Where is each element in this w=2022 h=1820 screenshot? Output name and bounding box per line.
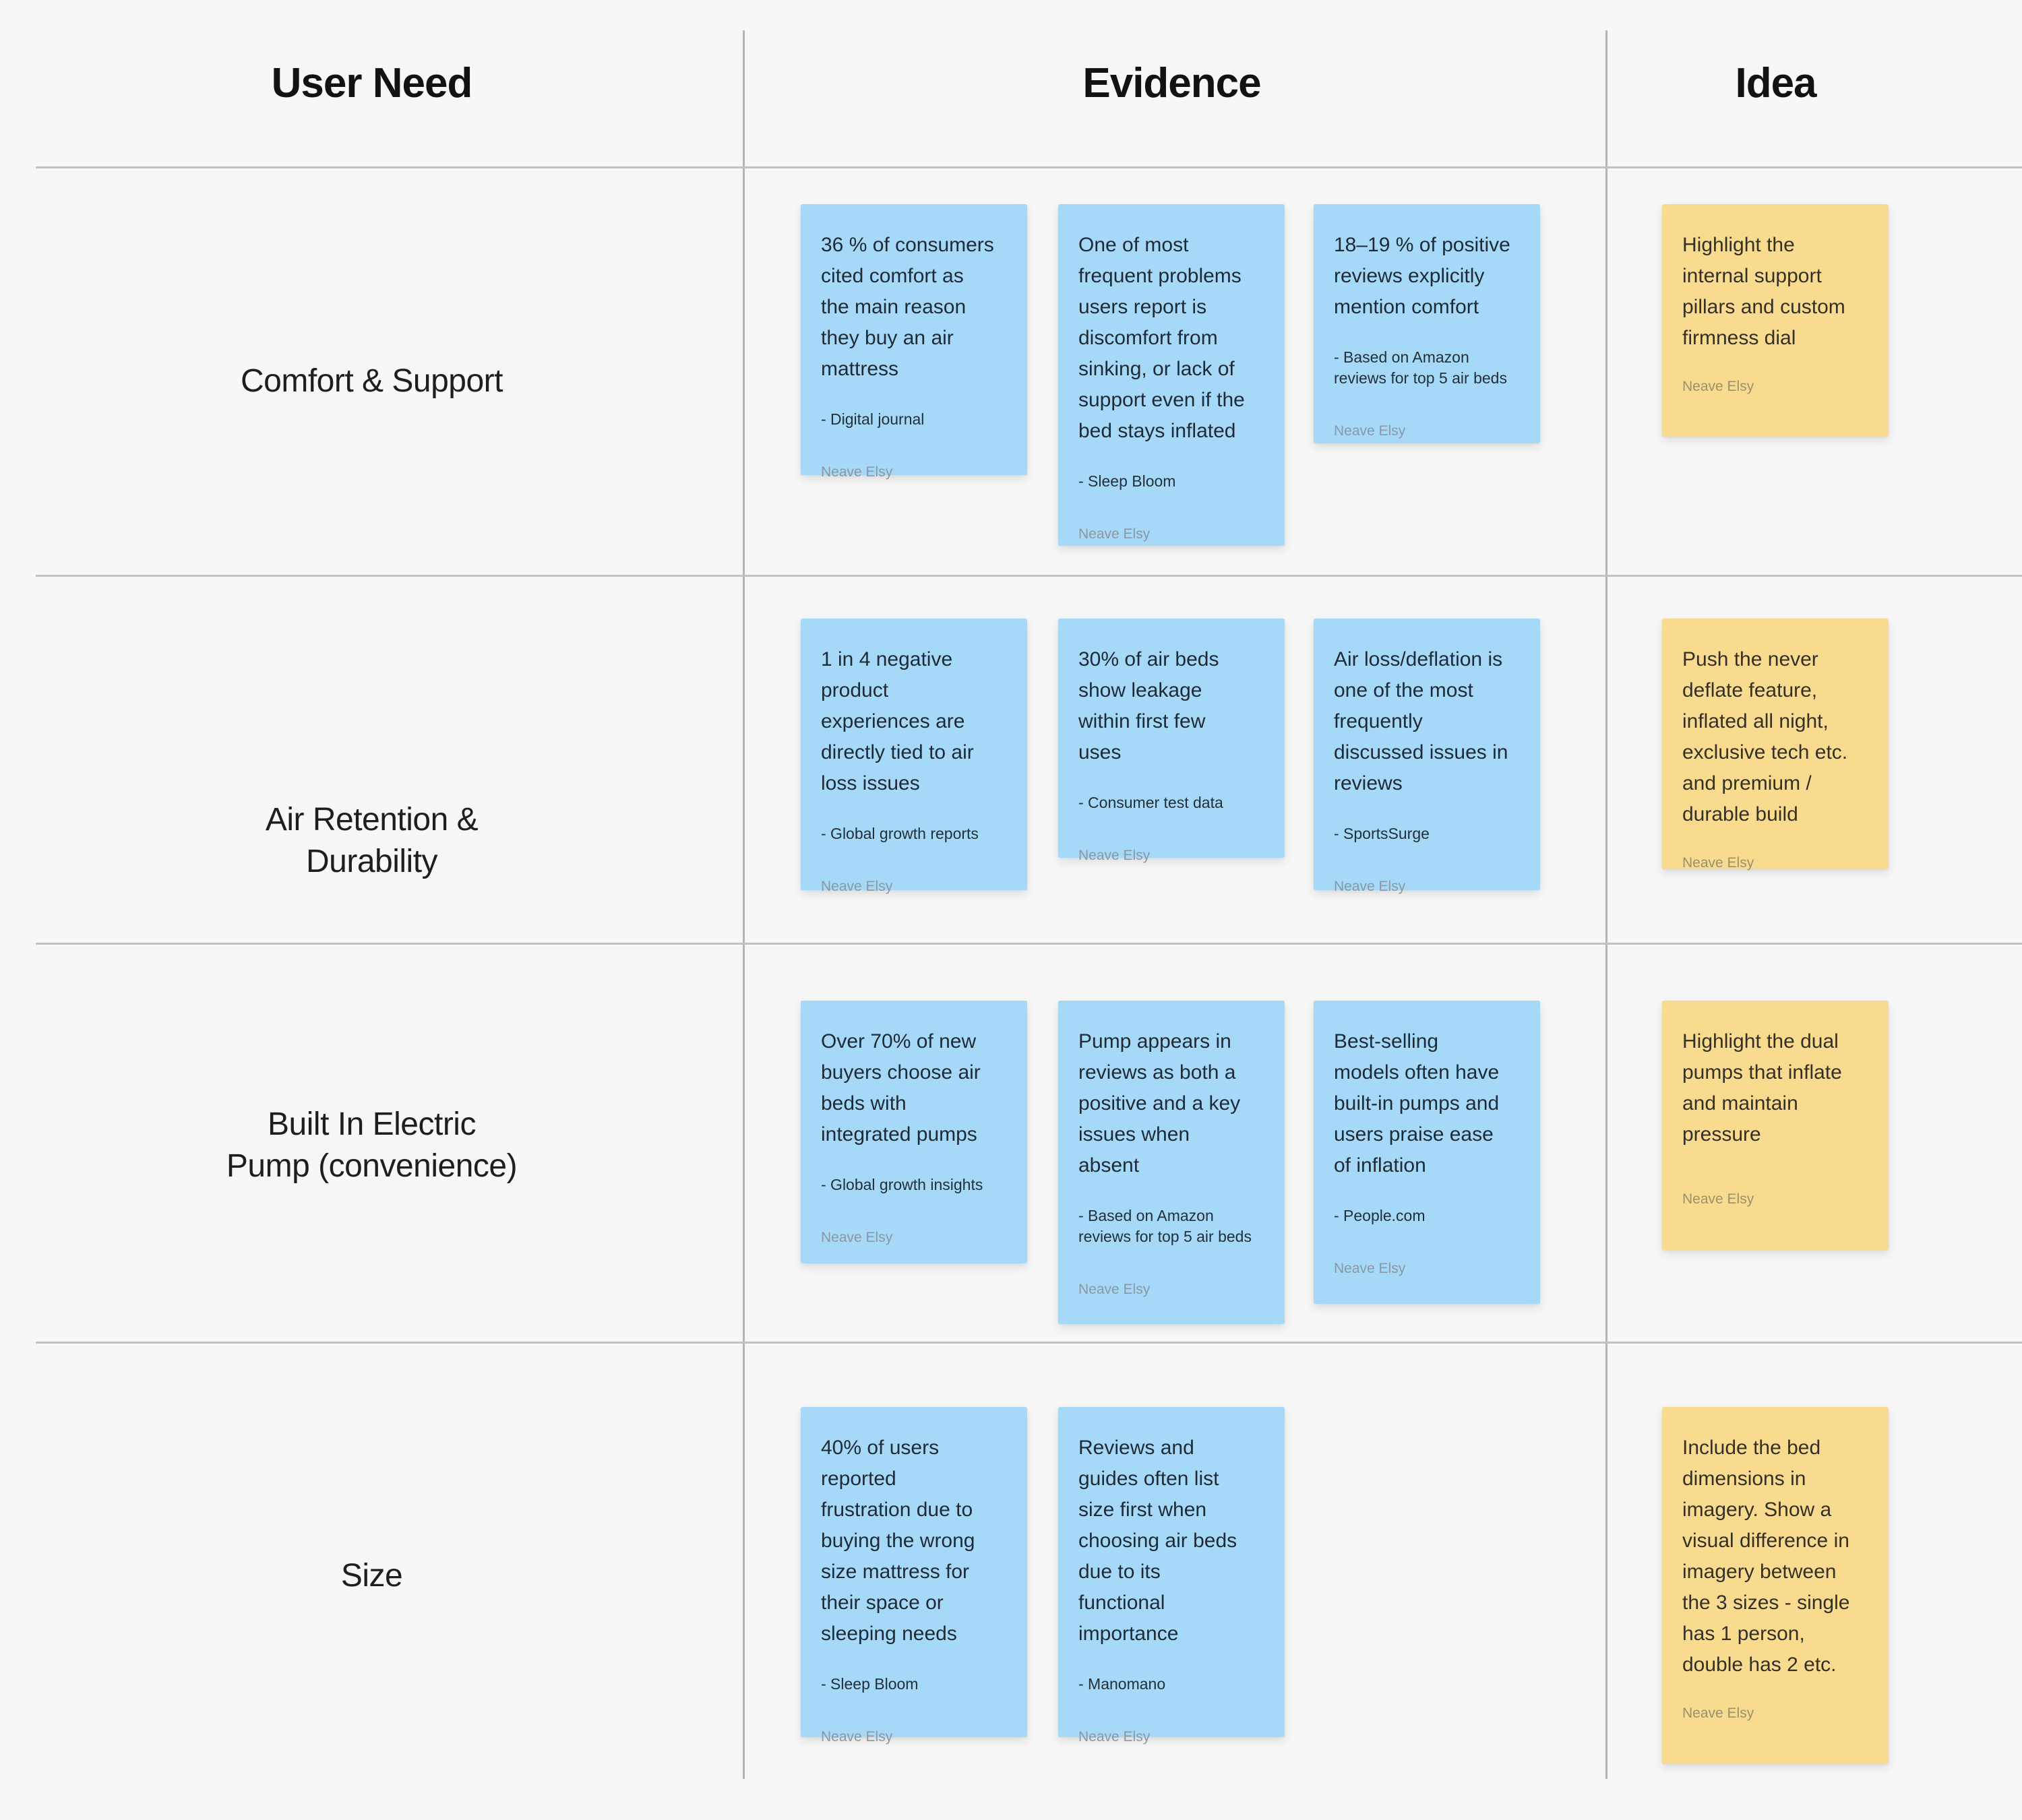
note-text: Over 70% of new buyers choose air beds w…	[821, 1030, 981, 1146]
column-header-idea: Idea	[1735, 59, 1816, 106]
note-text: 30% of air beds show leakage within firs…	[1078, 648, 1219, 763]
evidence-note[interactable]: Reviews and guides often list size first…	[1058, 1407, 1285, 1745]
note-text: Air loss/deflation is one of the most fr…	[1334, 648, 1508, 794]
note-text: Highlight the internal support pillars a…	[1682, 234, 1845, 349]
note-footer: - SportsSurge Neave Elsy	[1334, 799, 1521, 920]
note-text: 1 in 4 negative product experiences are …	[821, 648, 974, 794]
evidence-note[interactable]: Over 70% of new buyers choose air beds w…	[801, 1001, 1027, 1263]
note-author: Neave Elsy	[1334, 879, 1406, 894]
note-text: Reviews and guides often list size first…	[1078, 1437, 1237, 1645]
row-divider	[36, 166, 2022, 168]
note-author: Neave Elsy	[1682, 1705, 1754, 1721]
note-footer: - Global growth insights Neave Elsy	[821, 1150, 1008, 1271]
note-footer: - Sleep Bloom Neave Elsy	[821, 1650, 1008, 1770]
note-text: One of most frequent problems users repo…	[1078, 234, 1245, 442]
evidence-note[interactable]: Best-selling models often have built-in …	[1314, 1001, 1540, 1304]
idea-note[interactable]: Highlight the internal support pillars a…	[1662, 204, 1889, 437]
note-author: Neave Elsy	[1682, 379, 1754, 394]
note-source: - Based on Amazon reviews for top 5 air …	[1078, 1207, 1252, 1245]
note-author: Neave Elsy	[1078, 1729, 1151, 1745]
note-text: Include the bed dimensions in imagery. S…	[1682, 1437, 1850, 1676]
evidence-note[interactable]: 30% of air beds show leakage within firs…	[1058, 619, 1285, 863]
note-source: - SportsSurge	[1334, 825, 1430, 842]
note-footer: - Sleep Bloom Neave Elsy	[1078, 447, 1266, 567]
row-label-air-retention-durability: Air Retention & Durability	[265, 802, 479, 879]
note-footer: - Based on Amazon reviews for top 5 air …	[1334, 323, 1521, 464]
idea-note[interactable]: Highlight the dual pumps that inflate an…	[1662, 1001, 1889, 1250]
note-author: Neave Elsy	[1334, 1261, 1406, 1276]
note-text: Best-selling models often have built-in …	[1334, 1030, 1500, 1176]
note-footer: Neave Elsy	[1682, 1166, 1870, 1232]
note-source: - People.com	[1334, 1207, 1426, 1224]
row-label-built-in-electric-pump: Built In Electric Pump (convenience)	[226, 1106, 518, 1184]
note-text: Pump appears in reviews as both a positi…	[1078, 1030, 1241, 1176]
note-footer: Neave Elsy	[1682, 354, 1870, 420]
note-author: Neave Elsy	[1682, 1191, 1754, 1207]
column-divider	[1605, 30, 1607, 1779]
note-source: - Global growth insights	[821, 1176, 983, 1193]
evidence-note[interactable]: 36 % of consumers cited comfort as the m…	[801, 204, 1027, 480]
evidence-note[interactable]: One of most frequent problems users repo…	[1058, 204, 1285, 546]
note-source: - Manomano	[1078, 1675, 1166, 1693]
note-author: Neave Elsy	[821, 464, 893, 480]
evidence-note[interactable]: 40% of users reported frustration due to…	[801, 1407, 1027, 1745]
column-divider	[743, 30, 745, 1779]
note-author: Neave Elsy	[821, 1230, 893, 1245]
note-author: Neave Elsy	[1682, 855, 1754, 871]
note-footer: Neave Elsy	[1682, 1681, 1870, 1747]
note-footer: - Manomano Neave Elsy	[1078, 1650, 1266, 1770]
evidence-note[interactable]: 1 in 4 negative product experiences are …	[801, 619, 1027, 894]
note-author: Neave Elsy	[1078, 526, 1151, 542]
note-footer: - Based on Amazon reviews for top 5 air …	[1078, 1181, 1266, 1323]
note-text: 18–19 % of positive reviews explicitly m…	[1334, 234, 1510, 318]
row-divider	[36, 575, 2022, 577]
note-source: - Digital journal	[821, 410, 925, 428]
row-label-size: Size	[340, 1558, 403, 1594]
note-author: Neave Elsy	[1334, 423, 1406, 439]
note-text: 40% of users reported frustration due to…	[821, 1437, 975, 1645]
evidence-note[interactable]: 18–19 % of positive reviews explicitly m…	[1314, 204, 1540, 443]
evidence-note[interactable]: Air loss/deflation is one of the most fr…	[1314, 619, 1540, 894]
note-author: Neave Elsy	[821, 879, 893, 894]
column-header-evidence: Evidence	[1082, 59, 1261, 106]
column-header-user-need: User Need	[271, 59, 473, 106]
note-author: Neave Elsy	[821, 1729, 893, 1745]
note-author: Neave Elsy	[1078, 848, 1151, 863]
note-text: Highlight the dual pumps that inflate an…	[1682, 1030, 1842, 1146]
note-source: - Global growth reports	[821, 825, 979, 842]
note-footer: - Digital journal Neave Elsy	[821, 385, 1008, 505]
row-label-comfort-support: Comfort & Support	[241, 363, 503, 399]
note-footer: - Global growth reports Neave Elsy	[821, 799, 1008, 920]
row-divider	[36, 943, 2022, 945]
note-footer: - People.com Neave Elsy	[1334, 1181, 1521, 1302]
row-divider	[36, 1342, 2022, 1344]
note-text: Push the never deflate feature, inflated…	[1682, 648, 1848, 825]
note-text: 36 % of consumers cited comfort as the m…	[821, 234, 994, 380]
note-author: Neave Elsy	[1078, 1282, 1151, 1297]
idea-note[interactable]: Include the bed dimensions in imagery. S…	[1662, 1407, 1889, 1764]
evidence-note[interactable]: Pump appears in reviews as both a positi…	[1058, 1001, 1285, 1324]
note-source: - Sleep Bloom	[821, 1675, 919, 1693]
note-footer: - Consumer test data Neave Elsy	[1078, 768, 1266, 889]
note-source: - Based on Amazon reviews for top 5 air …	[1334, 348, 1507, 387]
idea-note[interactable]: Push the never deflate feature, inflated…	[1662, 619, 1889, 871]
note-source: - Consumer test data	[1078, 794, 1223, 811]
note-footer: Neave Elsy	[1682, 830, 1870, 896]
note-source: - Sleep Bloom	[1078, 472, 1176, 490]
